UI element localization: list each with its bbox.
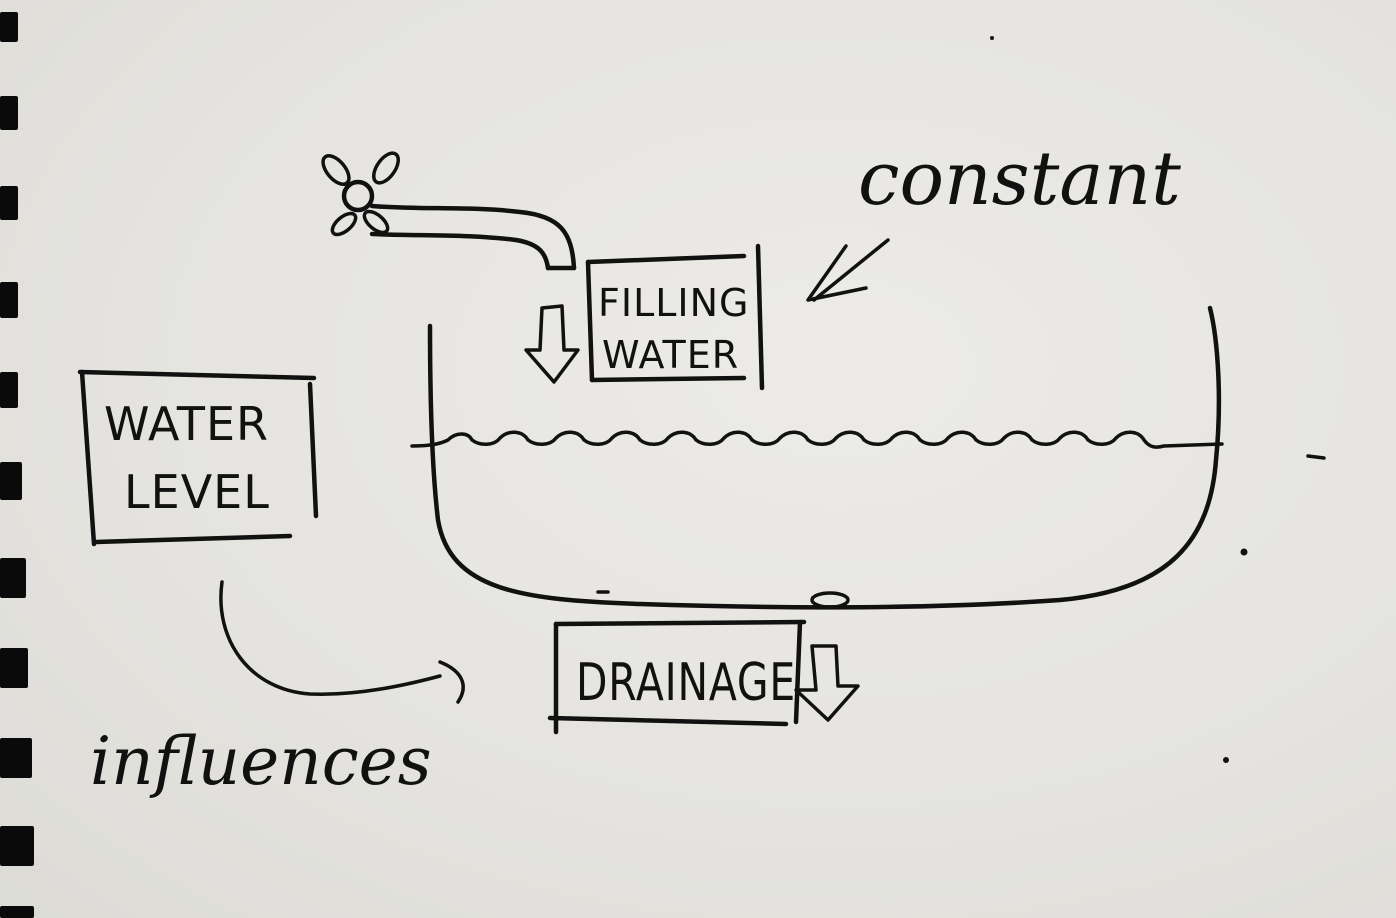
- water-level-label-line1: WATER: [104, 397, 269, 451]
- drainage-label: DRAINAGE: [576, 653, 796, 713]
- filling-water-box: [585, 243, 765, 391]
- constant-arrow-icon: [806, 238, 890, 302]
- filling-water-label-line2: WATER: [602, 333, 739, 377]
- drain-plug-icon: [810, 591, 850, 609]
- faucet-spout: [369, 203, 577, 271]
- influences-arrow-icon: [219, 580, 465, 704]
- bathtub: [427, 305, 1222, 610]
- faucet-handle-icon: [321, 151, 400, 237]
- notebook-binding: [0, 12, 34, 918]
- filling-arrow-icon: [524, 304, 580, 384]
- water-level-label-line2: LEVEL: [124, 465, 270, 519]
- filling-water-label-line1: FILLING: [598, 281, 750, 325]
- influences-label: influences: [90, 723, 432, 800]
- drainage-box: [547, 619, 807, 735]
- water-level-box: [77, 369, 319, 547]
- constant-label: constant: [858, 136, 1181, 222]
- drainage-arrow-icon: [794, 644, 860, 722]
- water-surface: [410, 430, 1224, 449]
- stray-marks: [596, 36, 1326, 763]
